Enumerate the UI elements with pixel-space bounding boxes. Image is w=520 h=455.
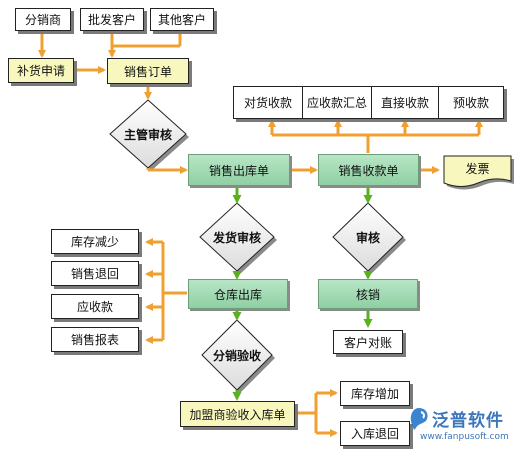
distributor-box: 分销商 [15,8,71,31]
sales-outbound-label: 销售出库单 [208,163,269,178]
inbound-effect-label: 入库退回 [350,427,399,441]
inbound-effect-label: 库存增加 [350,387,399,401]
warehouse-effect-label: 销售报表 [70,333,119,347]
sales-order-label: 销售订单 [123,64,172,79]
other-customer-label: 其他客户 [157,13,206,27]
orange-connectors [38,31,483,437]
logo-name: 泛普软件 [432,411,504,431]
warehouse-out-label: 仓库出库 [213,287,262,302]
receipt-review-label: 审核 [355,231,380,245]
shipping-review-label: 发货审核 [212,231,261,245]
warehouse-effect-label: 销售退回 [70,267,119,281]
replenish-request-box: 补货申请 [8,58,74,83]
sales-receipt-box: 销售收款单 [318,154,419,186]
warehouse-effect-label: 库存减少 [70,235,119,249]
receipt-type-label: 对货收款 [243,96,292,110]
warehouse-effect-item: 应收款 [51,294,139,319]
replenish-request-label: 补货申请 [16,64,65,78]
brand-logo: 泛普软件 www.fanpusoft.com [408,404,518,452]
warehouse-effect-label: 应收款 [76,300,113,314]
logo-url: www.fanpusoft.com [420,432,509,442]
receipt-type-item: 预收款 [438,86,504,119]
customer-reconcile-label: 客户对账 [343,335,392,350]
customer-reconcile-box: 客户对账 [333,330,403,354]
warehouse-effect-item: 销售报表 [51,327,139,352]
warehouse-effect-item: 库存减少 [51,229,139,254]
warehouse-out-box: 仓库出库 [188,279,288,309]
inbound-effect-item: 入库退回 [340,421,410,446]
receipt-type-label: 直接收款 [380,96,429,110]
sales-receipt-label: 销售收款单 [338,163,399,178]
receipt-type-item: 对货收款 [233,86,303,119]
wholesale-customer-box: 批发客户 [80,8,144,31]
sales-order-box: 销售订单 [107,58,189,84]
wholesale-customer-label: 批发客户 [87,13,136,27]
receipt-type-item: 应收款汇总 [302,86,372,119]
green-connectors [232,187,373,401]
sales-outbound-box: 销售出库单 [188,154,290,186]
inbound-effect-item: 库存增加 [340,381,410,406]
manager-review-label: 主管审核 [123,128,172,142]
invoice-document-shape [443,155,514,190]
franchise-inbound-box: 加盟商验收入库单 [180,401,295,427]
franchise-inbound-label: 加盟商验收入库单 [189,407,286,422]
receipt-type-item: 直接收款 [371,86,439,119]
invoice-label: 发票 [465,162,490,176]
distributor-label: 分销商 [24,13,61,27]
logo-icon [410,408,428,430]
receipt-type-label: 预收款 [452,96,489,110]
receipt-type-label: 应收款汇总 [306,96,367,110]
other-customer-box: 其他客户 [150,8,214,31]
write-off-box: 核销 [318,279,418,309]
write-off-label: 核销 [355,287,380,302]
warehouse-effect-item: 销售退回 [51,261,139,286]
distribution-check-label: 分销验收 [212,349,261,363]
